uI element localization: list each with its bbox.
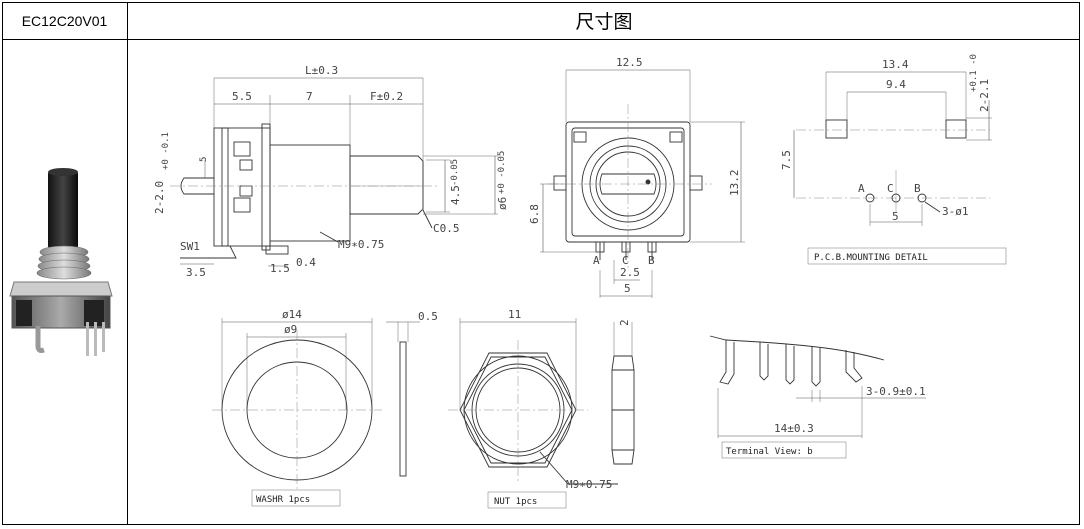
pcb-mounting-drawing bbox=[793, 71, 1007, 265]
dim-5-front: 5 bbox=[624, 282, 631, 295]
washer-drawing bbox=[212, 318, 420, 507]
dim-2-2-1: 2-2.1 bbox=[978, 79, 991, 112]
dim-5-5: 5.5 bbox=[232, 90, 252, 103]
terminal-view-drawing bbox=[709, 335, 926, 459]
dim-5-pcb: 5 bbox=[892, 210, 899, 223]
dim-2-0-tol: +0 -0.1 bbox=[161, 132, 171, 170]
nut-caption: NUT 1pcs bbox=[494, 497, 537, 507]
dim-phi-9: ø9 bbox=[284, 323, 297, 336]
dim-11: 11 bbox=[508, 308, 521, 321]
front-view-drawing bbox=[540, 69, 745, 298]
sw1-label: SW1 bbox=[180, 240, 200, 253]
dim-6-8: 6.8 bbox=[528, 204, 541, 224]
dim-2-5: 2.5 bbox=[620, 266, 640, 279]
pin-b-label: B bbox=[648, 254, 655, 267]
dim-7: 7 bbox=[306, 90, 313, 103]
dim-f: F±0.2 bbox=[370, 90, 403, 103]
dim-c0-5: C0.5 bbox=[433, 222, 460, 235]
dim-1-5: 1.5 bbox=[270, 262, 290, 275]
dim-2-0: 2-2.0 bbox=[153, 181, 166, 214]
pcb-caption: P.C.B.MOUNTING DETAIL bbox=[814, 253, 928, 263]
pcb-pin-c: C bbox=[887, 182, 894, 195]
dim-9-4: 9.4 bbox=[886, 78, 906, 91]
pin-a-label: A bbox=[593, 254, 600, 267]
pcb-pin-b: B bbox=[914, 182, 921, 195]
washer-caption: WASHR 1pcs bbox=[256, 495, 310, 505]
dim-4-5-tol: -0.05 bbox=[450, 159, 460, 186]
dim-7-5: 7.5 bbox=[780, 150, 793, 170]
dim-12-5: 12.5 bbox=[616, 56, 643, 69]
part-number: EC12C20V01 bbox=[2, 2, 128, 40]
dim-m9-nut: M9∗0.75 bbox=[566, 478, 612, 491]
dim-2-2-1-tol: +0.1 -0 bbox=[969, 54, 979, 92]
dim-13-2: 13.2 bbox=[728, 170, 741, 197]
nut-drawing bbox=[448, 318, 635, 509]
dim-2-nut: 2 bbox=[618, 319, 631, 326]
dim-phi-6: ø6 bbox=[496, 197, 509, 210]
encoder-product-photo bbox=[9, 168, 113, 356]
dim-5-small: 5 bbox=[199, 157, 209, 162]
dim-phi-6-tol: +0 -0.05 bbox=[497, 151, 507, 194]
pin-c-label: C bbox=[622, 254, 629, 267]
dim-phi-14: ø14 bbox=[282, 308, 302, 321]
product-photo-cell bbox=[2, 40, 128, 525]
dim-3-5: 3.5 bbox=[186, 266, 206, 279]
side-view-drawing bbox=[170, 77, 498, 267]
dim-0-5: 0.5 bbox=[418, 310, 438, 323]
pcb-pin-a: A bbox=[858, 182, 865, 195]
dim-4-5: 4.5 bbox=[449, 185, 462, 205]
dim-3-phi-1: 3-ø1 bbox=[942, 205, 969, 218]
dim-13-4: 13.4 bbox=[882, 58, 909, 71]
dim-l: L±0.3 bbox=[305, 64, 338, 77]
drawing-title: 尺寸图 bbox=[128, 2, 1080, 40]
terminal-caption: Terminal View: b bbox=[726, 447, 813, 457]
dim-14-terminal: 14±0.3 bbox=[774, 422, 814, 435]
dim-m9: M9∗0.75 bbox=[338, 238, 384, 251]
dim-0-4: 0.4 bbox=[296, 256, 316, 269]
dim-3-0-9: 3-0.9±0.1 bbox=[866, 385, 926, 398]
